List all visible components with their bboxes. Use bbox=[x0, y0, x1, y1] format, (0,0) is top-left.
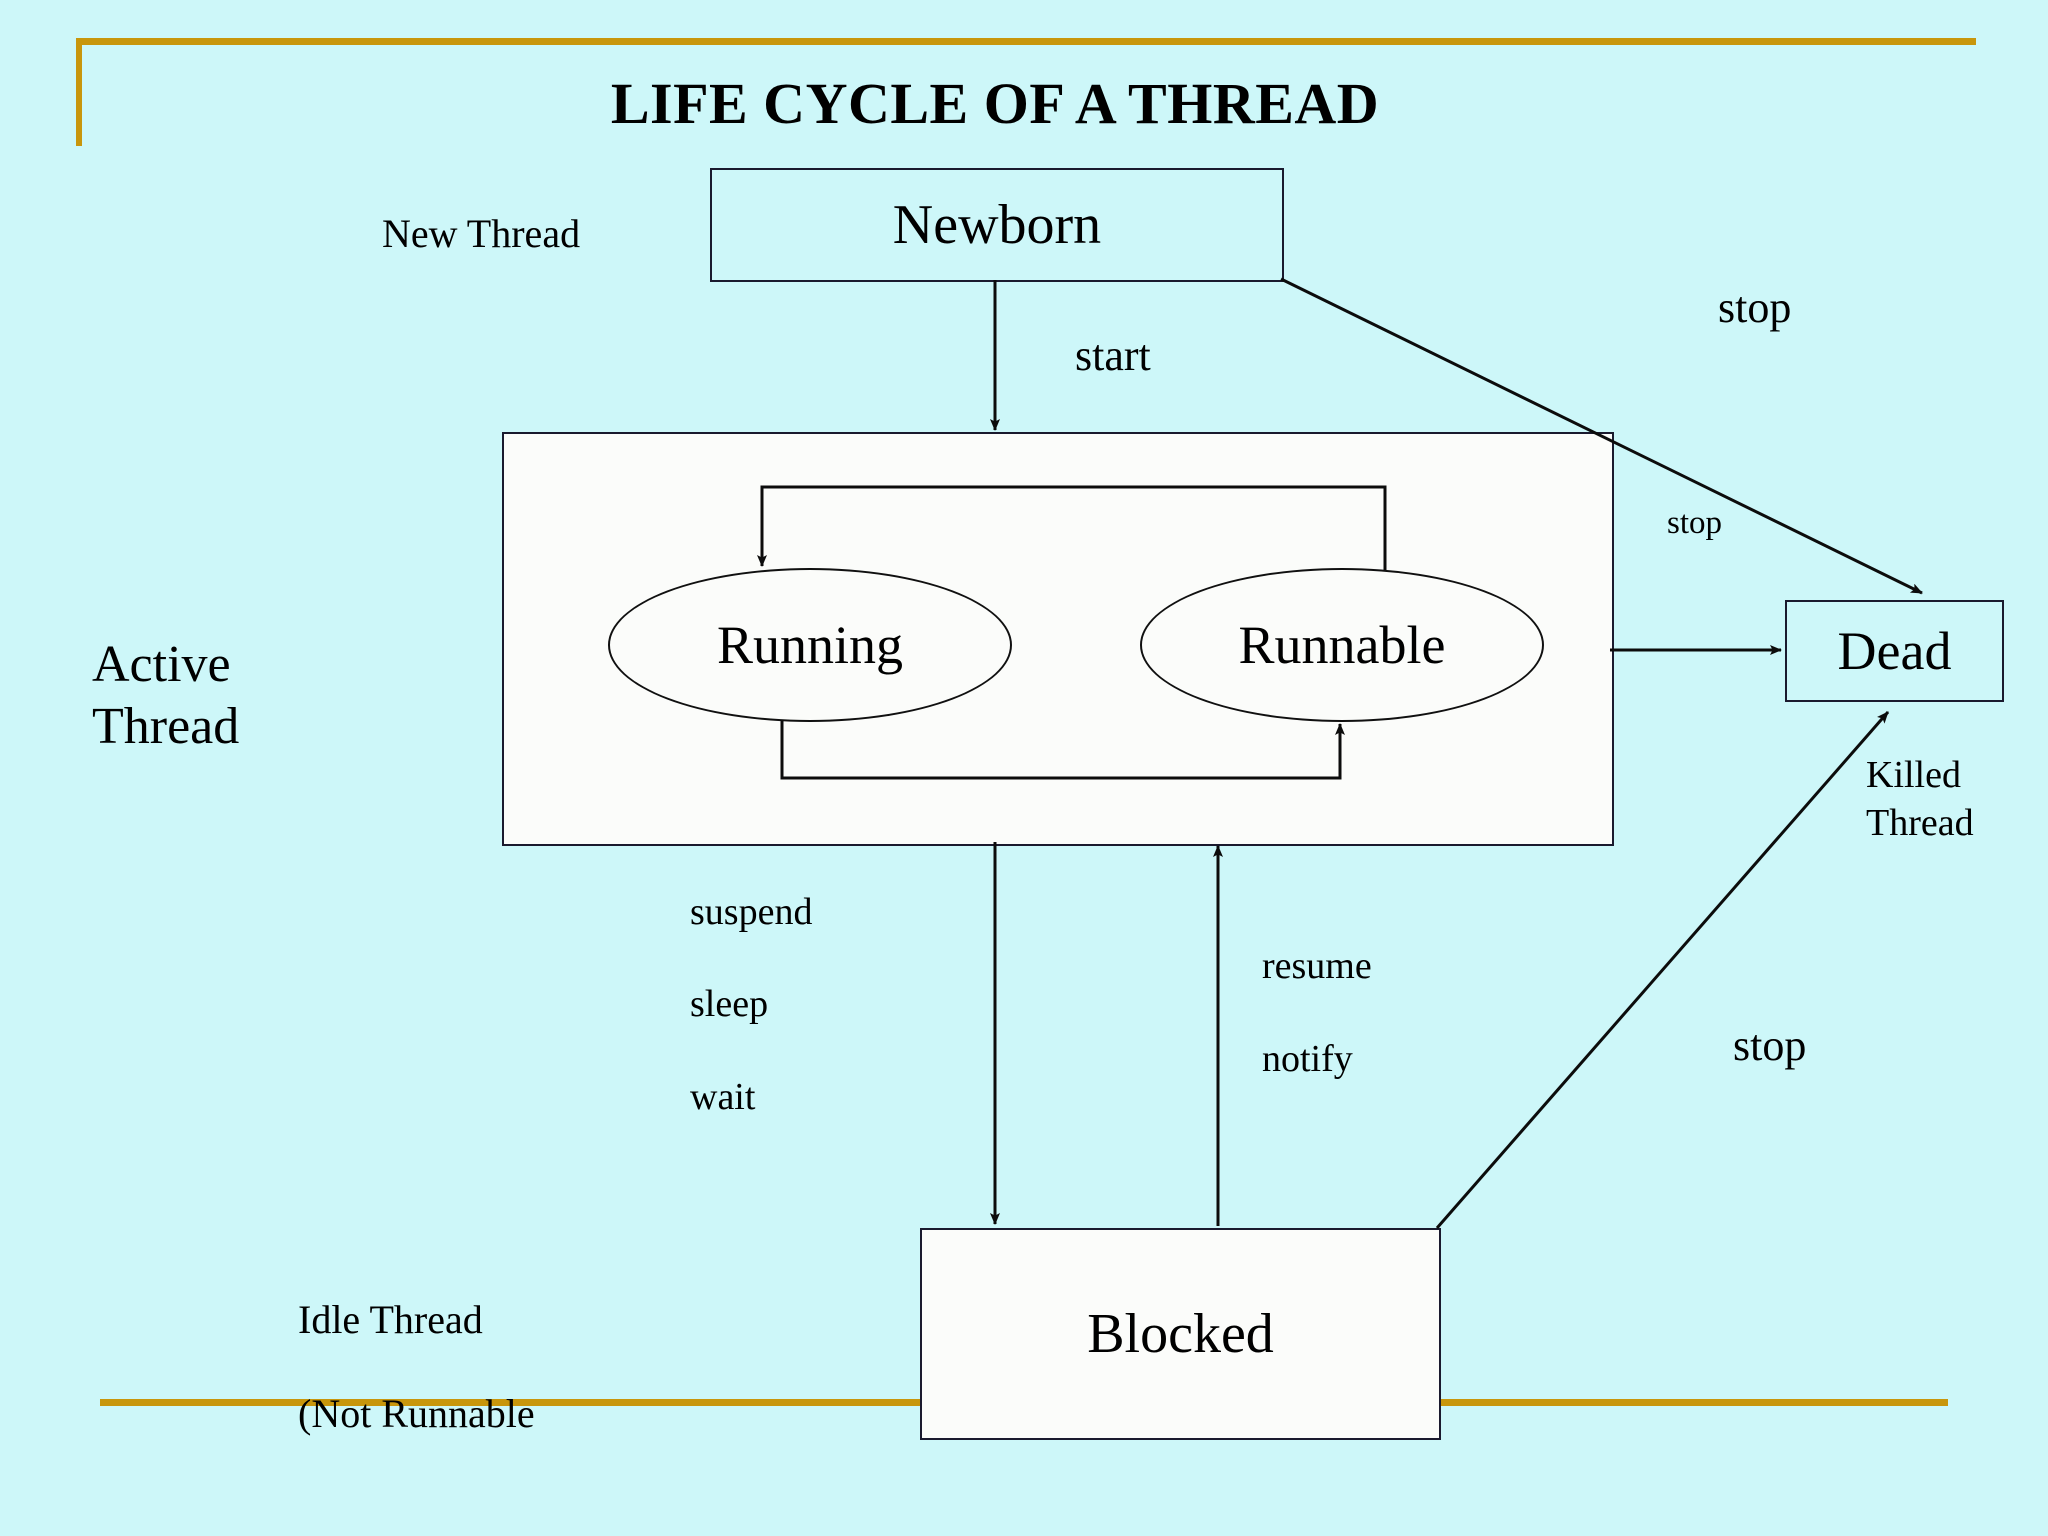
label-notify: notify bbox=[1262, 1038, 1353, 1080]
label-not-runnable: (Not Runnable bbox=[298, 1391, 535, 1436]
state-newborn[interactable]: Newborn bbox=[710, 168, 1284, 282]
top-rule bbox=[76, 38, 1976, 45]
label-sleep: sleep bbox=[690, 983, 769, 1025]
label-stop-middle: stop bbox=[1667, 505, 1723, 541]
label-wait: wait bbox=[690, 1076, 756, 1118]
label-active-thread: Active Thread bbox=[92, 636, 240, 756]
label-stop-bottom: stop bbox=[1733, 1021, 1807, 1070]
label-new-thread: New Thread bbox=[382, 211, 581, 256]
label-stop-top: stop bbox=[1718, 283, 1792, 332]
label-resume: resume bbox=[1262, 945, 1372, 987]
state-running[interactable]: Running bbox=[608, 568, 1012, 722]
page-title: LIFE CYCLE OF A THREAD bbox=[610, 71, 1380, 136]
label-killed-thread: Killed Thread bbox=[1866, 754, 1974, 844]
state-runnable[interactable]: Runnable bbox=[1140, 568, 1544, 722]
label-start: start bbox=[1075, 331, 1151, 380]
state-blocked[interactable]: Blocked bbox=[920, 1228, 1441, 1440]
label-idle-thread: Idle Thread bbox=[298, 1297, 483, 1342]
label-suspend: suspend bbox=[690, 891, 813, 933]
state-dead[interactable]: Dead bbox=[1785, 600, 2004, 702]
left-rule bbox=[76, 38, 82, 146]
